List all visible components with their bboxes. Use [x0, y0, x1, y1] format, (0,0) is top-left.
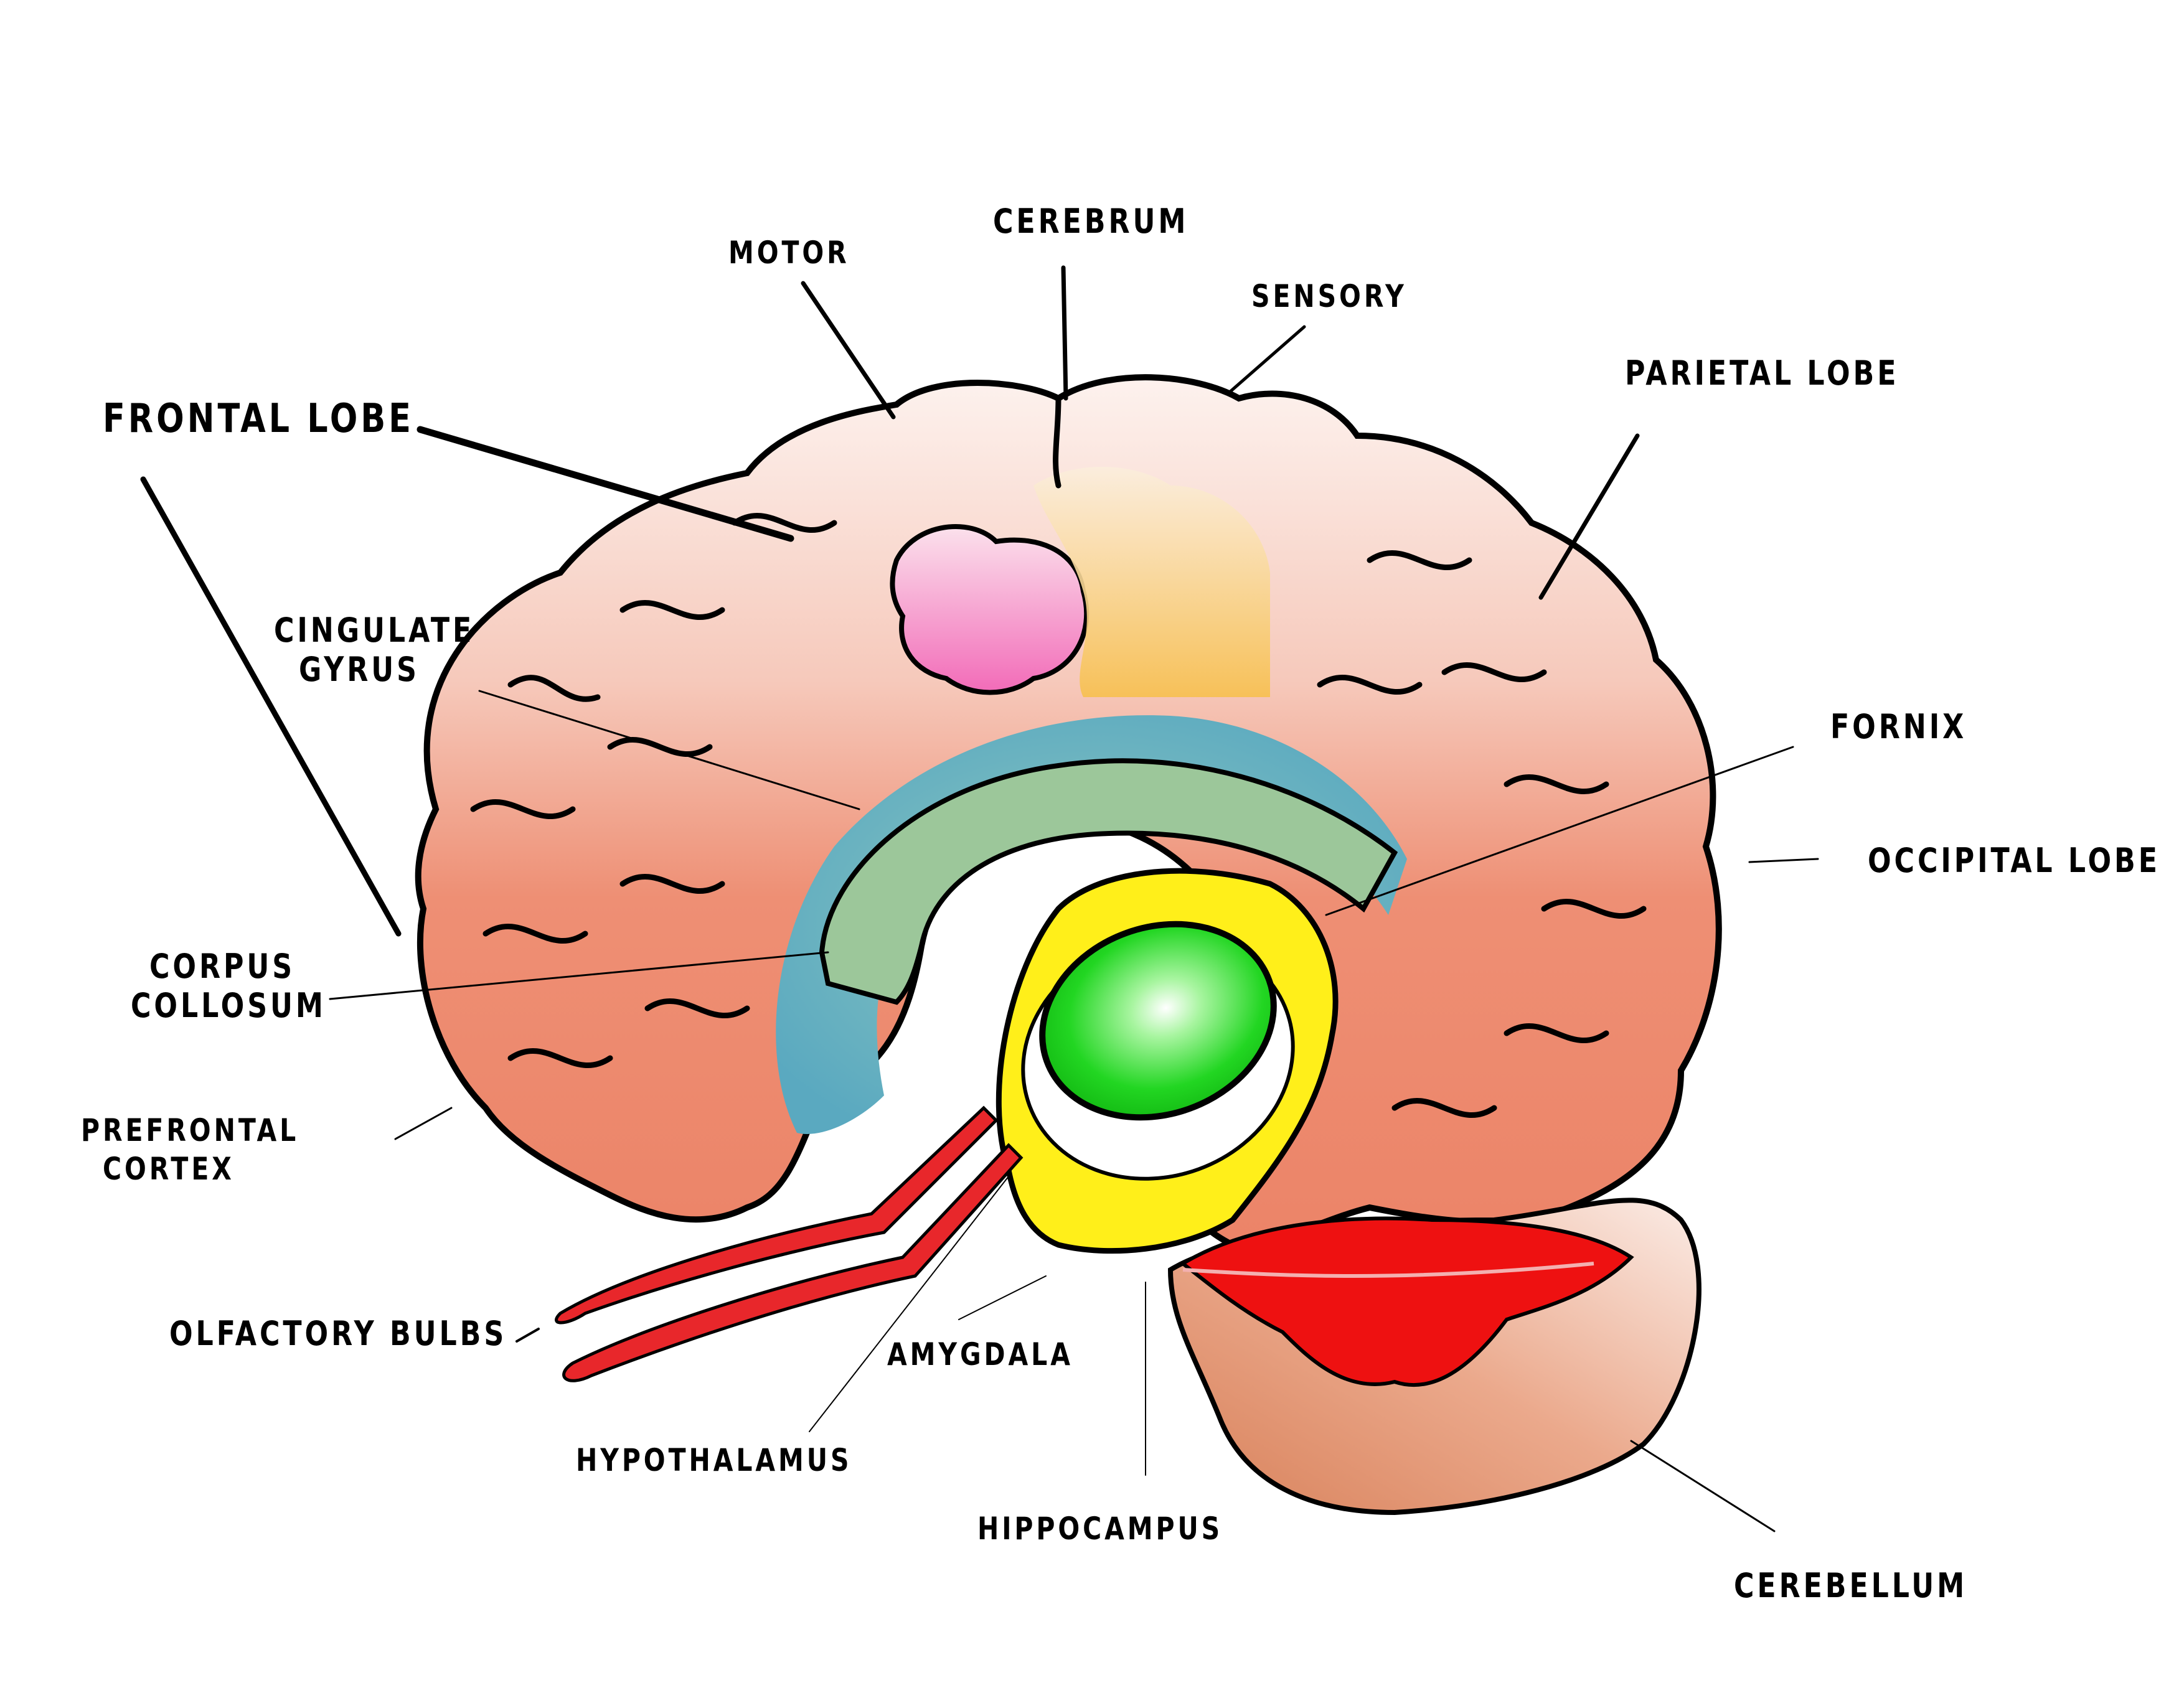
label-corpus-collosum-line1: CORPUS [149, 947, 296, 986]
label-prefrontal-cortex-line2: CORTEX [103, 1151, 235, 1187]
leader-cingulate-gyrus [478, 690, 860, 810]
label-cerebrum: CEREBRUM [993, 202, 1189, 241]
sensory-area [1033, 467, 1270, 697]
leader-cerebrum [1061, 265, 1068, 401]
cerebellum-red-shape [1179, 1216, 1634, 1387]
leader-frontal-lobe [417, 426, 794, 542]
label-hippocampus: HIPPOCAMPUS [977, 1511, 1223, 1547]
label-hypothalamus: HYPOTHALAMUS [576, 1442, 852, 1478]
label-cingulate-gyrus-line2: GYRUS [299, 650, 420, 689]
leader-amygdala [958, 1275, 1047, 1320]
label-frontal-lobe: FRONTAL LOBE [103, 396, 414, 442]
thalamus-shape [1039, 921, 1277, 1121]
leader-occipital-lobe [1748, 858, 1819, 863]
leader-parietal-lobe [1538, 433, 1640, 600]
corpus-callosum-shape [819, 758, 1398, 1005]
leader-fornix [1325, 746, 1794, 916]
label-cingulate-gyrus-line1: CINGULATE [274, 611, 475, 650]
label-amygdala: AMYGDALA [887, 1336, 1073, 1372]
label-motor: MOTOR [728, 235, 850, 271]
label-sensory: SENSORY [1251, 278, 1407, 314]
olfactory-bulb-lower [562, 1143, 1024, 1382]
label-cerebellum: CEREBELLUM [1734, 1566, 1968, 1605]
label-parietal-lobe: PARIETAL LOBE [1625, 354, 1899, 393]
label-fornix: FORNIX [1830, 707, 1967, 746]
leader-olfactory-bulbs [515, 1328, 540, 1343]
olfactory-bulb-upper [555, 1105, 999, 1325]
leader-motor [801, 281, 896, 420]
cerebellum-vessel [1182, 1262, 1594, 1278]
leader-sensory [1228, 325, 1306, 394]
leader-corpus-collosum [329, 951, 829, 1000]
leader-hypothalamus [809, 1176, 1009, 1432]
leader-prefrontal-cortex [394, 1107, 453, 1140]
label-olfactory-bulbs: OLFACTORY BULBS [169, 1314, 507, 1353]
label-occipital-lobe: OCCIPITAL LOBE [1868, 841, 2160, 880]
motor-area [890, 524, 1090, 695]
leader-lines [140, 265, 1819, 1532]
leader-frontal-lobe-2 [140, 476, 402, 937]
leader-cerebellum [1630, 1440, 1776, 1532]
gyri-lines [470, 395, 1647, 1118]
label-prefrontal-cortex-line1: PREFRONTAL [81, 1112, 299, 1148]
label-corpus-collosum-line2: COLLOSUM [131, 986, 326, 1025]
